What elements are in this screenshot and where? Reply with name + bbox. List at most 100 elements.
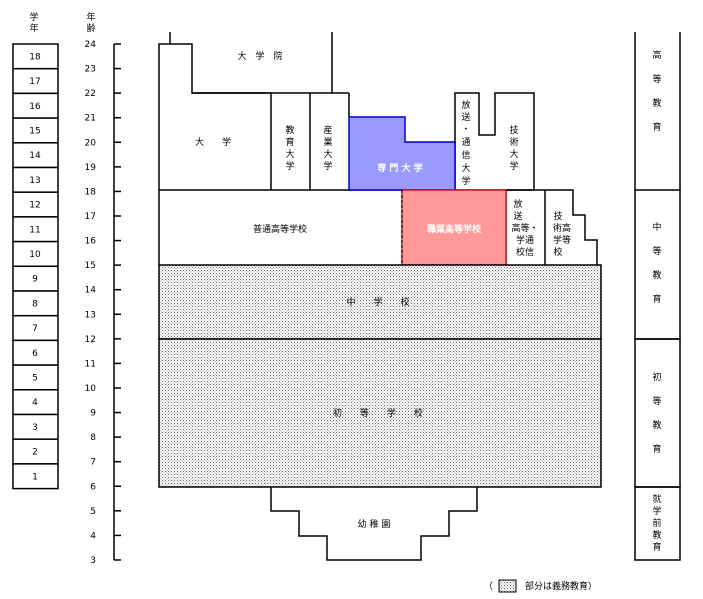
grade-cell xyxy=(12,463,59,490)
svg-text:技: 技 xyxy=(509,124,518,136)
age-label: 12 xyxy=(85,335,96,345)
svg-text:放: 放 xyxy=(461,99,470,111)
daigaku-block xyxy=(192,92,272,190)
hoso-daigaku-block xyxy=(454,92,535,190)
svg-text:教: 教 xyxy=(652,419,661,431)
age-label: 16 xyxy=(85,237,97,247)
svg-text:術: 術 xyxy=(509,137,518,148)
svg-text:就: 就 xyxy=(652,493,661,505)
svg-text:業: 業 xyxy=(323,136,332,148)
grade-label: 2 xyxy=(32,448,38,458)
yochien-block xyxy=(270,487,478,561)
age-label: 18 xyxy=(85,187,97,197)
svg-text:前: 前 xyxy=(652,517,661,529)
grade-label: 11 xyxy=(29,225,40,235)
chugakko-block xyxy=(158,264,602,340)
grade-label: 10 xyxy=(29,250,41,260)
legend: （ 部分は義務教育） xyxy=(484,579,597,593)
svg-text:学: 学 xyxy=(509,160,518,172)
legend-text: 部分は義務教育） xyxy=(525,580,597,592)
daigaku-label: 大 学 xyxy=(195,136,231,148)
grade-header-1: 学 xyxy=(29,11,38,23)
svg-text:学: 学 xyxy=(285,160,294,172)
age-label: 19 xyxy=(85,163,97,173)
svg-text:学等: 学等 xyxy=(553,234,571,246)
grade-label: 4 xyxy=(32,398,38,408)
futsu-koko-label: 普通高等学校 xyxy=(253,223,307,235)
hoso-daigaku-label: 放 送 ・ 通 信 大 学 xyxy=(461,99,470,187)
grade-label: 9 xyxy=(32,275,38,285)
age-header-2: 齢 xyxy=(86,22,95,34)
daigakuin-label: 大 学 院 xyxy=(237,50,282,62)
svg-text:送: 送 xyxy=(513,210,522,222)
svg-text:中: 中 xyxy=(652,221,661,233)
hoso-koko-label: 放 送 高等・ 学通 校信 xyxy=(511,198,538,258)
shogakko-block xyxy=(158,338,602,488)
svg-text:大: 大 xyxy=(323,148,332,160)
age-label: 7 xyxy=(90,458,96,468)
age-label: 10 xyxy=(85,384,97,394)
age-label: 8 xyxy=(90,433,96,443)
chugakko-label: 中 学 校 xyxy=(346,296,409,308)
svg-text:術高: 術高 xyxy=(553,222,571,234)
svg-text:育: 育 xyxy=(285,136,294,148)
svg-text:産: 産 xyxy=(323,124,332,136)
svg-text:学: 学 xyxy=(461,175,470,187)
grade-header: 学 年 xyxy=(29,11,38,34)
grade-label: 3 xyxy=(32,423,38,433)
kyoiku-daigaku-label: 教 育 大 学 xyxy=(285,124,294,172)
age-label: 20 xyxy=(85,138,97,148)
svg-text:・: ・ xyxy=(461,125,470,135)
svg-text:信: 信 xyxy=(461,149,470,161)
svg-text:初: 初 xyxy=(652,371,661,383)
svg-text:大: 大 xyxy=(461,162,470,174)
svg-text:教: 教 xyxy=(652,529,661,541)
svg-text:育: 育 xyxy=(652,293,661,305)
svg-text:等: 等 xyxy=(652,395,661,407)
yochien-label: 幼 稚 園 xyxy=(358,518,391,530)
age-label: 3 xyxy=(90,556,96,566)
grade-label: 13 xyxy=(29,176,40,186)
age-label: 24 xyxy=(85,40,97,50)
grade-header-2: 年 xyxy=(29,22,38,34)
grade-cell xyxy=(12,438,59,465)
svg-text:等: 等 xyxy=(652,73,661,85)
svg-text:大: 大 xyxy=(509,148,518,160)
shoto-kyoiku-label: 初 等 教 育 xyxy=(652,371,661,455)
svg-text:等: 等 xyxy=(652,245,661,257)
svg-text:放: 放 xyxy=(513,198,522,210)
svg-text:学通: 学通 xyxy=(516,234,534,246)
chuto-kyoiku-label: 中 等 教 育 xyxy=(652,221,661,305)
gijutsu-koko-label: 技 術高 学等 校 xyxy=(553,210,571,258)
svg-text:教: 教 xyxy=(652,269,661,281)
grade-cell xyxy=(12,290,59,317)
age-header: 年 齢 xyxy=(86,11,95,34)
age-label: 14 xyxy=(85,286,97,296)
grade-label: 15 xyxy=(29,126,40,136)
age-label: 23 xyxy=(85,65,96,75)
svg-text:教: 教 xyxy=(652,97,661,109)
age-label: 22 xyxy=(85,89,96,99)
legend-open-paren: （ xyxy=(484,581,493,592)
svg-text:通: 通 xyxy=(461,137,470,148)
grade-cell xyxy=(12,216,59,243)
age-label: 6 xyxy=(90,482,96,492)
grade-label: 17 xyxy=(29,77,40,87)
grade-cell xyxy=(12,117,59,144)
grade-label: 7 xyxy=(32,324,38,334)
grade-label: 12 xyxy=(29,201,40,211)
age-label: 11 xyxy=(85,359,96,369)
svg-text:技: 技 xyxy=(553,210,562,222)
svg-text:高: 高 xyxy=(652,49,661,61)
grade-cell xyxy=(12,314,59,342)
shokugyo-koko-label: 職業高等学校 xyxy=(427,223,482,235)
senmon-daigaku-label: 専 門 大 学 xyxy=(377,162,422,174)
age-label: 15 xyxy=(85,261,96,271)
svg-text:送: 送 xyxy=(461,111,470,123)
age-label: 9 xyxy=(90,409,96,419)
grade-label: 18 xyxy=(29,52,41,62)
senmon-daigaku-block xyxy=(348,116,456,191)
